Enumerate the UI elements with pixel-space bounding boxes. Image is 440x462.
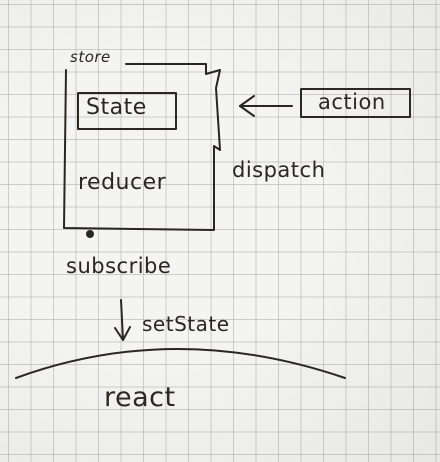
dispatch-label: dispatch [232,158,326,182]
store-label: store [70,48,111,66]
subscribe-dot [86,230,94,238]
setstate-arrow-shaft [120,299,124,341]
action-label: action [318,90,386,114]
action-box [300,88,411,118]
setstate-label: setState [142,312,230,336]
store-box [63,63,221,231]
reducer-label: reducer [78,170,167,195]
dispatch-arrow-head [239,95,255,117]
state-box [77,92,177,130]
react-label: react [104,382,176,413]
state-label: State [86,95,147,120]
setstate-arrow-head [114,326,131,341]
subscribe-label: subscribe [66,254,172,278]
react-arc [15,348,346,379]
